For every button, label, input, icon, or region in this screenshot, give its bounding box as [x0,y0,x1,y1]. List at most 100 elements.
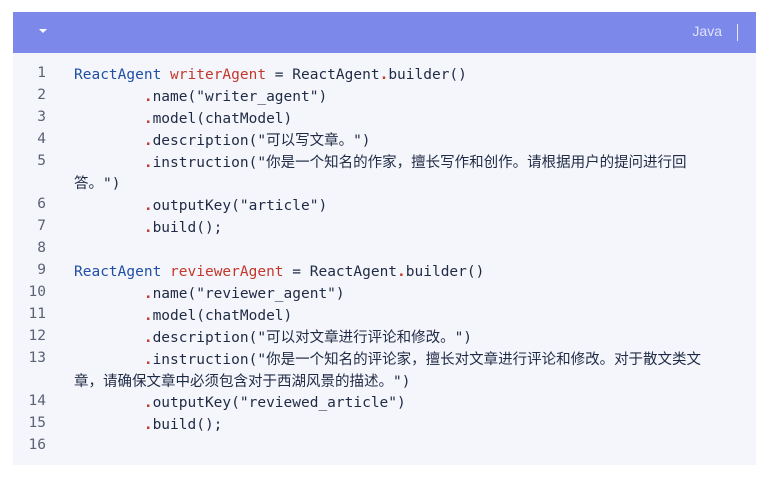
code-token: writerAgent [170,67,267,83]
line-number: 3 [37,108,46,125]
line-source: .instruction("你是一个知名的作家，擅长写作和创作。请根据用户的提问… [74,153,742,197]
code-token: . [397,264,406,281]
code-token: . [143,395,153,412]
code-token [74,111,144,127]
code-token: = ReactAgent [266,67,380,83]
code-token: . [143,220,153,237]
line-number: 5 [37,152,46,169]
line-source: ReactAgent writerAgent = ReactAgent.buil… [74,65,742,87]
code-block-header: Java [13,12,756,53]
line-number: 15 [28,415,46,432]
code-token: . [143,154,153,171]
code-token [74,352,144,368]
code-line: 10 .name("reviewer_agent") [13,284,756,306]
line-source: ReactAgent reviewerAgent = ReactAgent.bu… [74,262,742,284]
code-token: description("可以写文章。") [152,132,371,149]
code-token [74,155,144,171]
code-line: 14 .outputKey("reviewed_article") [13,393,756,415]
caret-down-icon [39,29,47,33]
code-token: . [143,88,153,105]
line-number: 6 [37,196,46,213]
code-token [74,286,144,302]
code-token: build(); [152,417,223,434]
code-token: . [143,198,153,215]
line-number: 13 [28,349,46,366]
line-source: .description("可以对文章进行评论和修改。") [74,328,742,350]
line-source: .outputKey("article") [74,196,742,218]
code-line: 1 ReactAgent writerAgent = ReactAgent.bui… [13,65,756,87]
code-line: 13 .instruction("你是一个知名的评论家，擅长对文章进行评论和修改… [13,350,756,394]
code-token: . [143,351,153,368]
line-number: 4 [37,130,46,147]
code-token: instruction("你是一个知名的评论家，擅长对文章进行评论和修改。对于散… [74,351,702,390]
line-number: 11 [28,305,46,322]
code-line: 2 .name("writer_agent") [13,87,756,109]
line-source: .model(chatModel) [74,109,742,131]
line-number: 16 [28,437,46,454]
code-line: 3 .model(chatModel) [13,109,756,131]
code-line: 8 [13,240,756,262]
language-label: Java [692,23,722,39]
line-source: .build(); [74,415,742,437]
line-number: 9 [37,262,46,279]
code-token: model(chatModel) [152,110,293,127]
code-token [74,308,144,324]
code-token [74,395,144,411]
code-line: 5 .instruction("你是一个知名的作家，擅长写作和创作。请根据用户的… [13,153,756,197]
code-token: ReactAgent [74,67,162,83]
code-line: 11 .model(chatModel) [13,306,756,328]
line-number: 2 [37,86,46,103]
code-token: builder() [388,67,467,83]
code-token: . [143,110,153,127]
code-token: . [143,329,153,346]
code-token: name("writer_agent") [152,88,328,105]
code-line: 15 .build(); [13,415,756,437]
line-source: .description("可以写文章。") [74,131,742,153]
line-source: .outputKey("reviewed_article") [74,393,742,415]
code-token: . [143,417,153,434]
code-token: outputKey("reviewed_article") [152,395,406,412]
code-token [74,417,144,433]
code-token: outputKey("article") [152,198,328,215]
line-number: 14 [28,393,46,410]
line-source: .model(chatModel) [74,306,742,328]
line-number: 8 [37,240,46,257]
code-token: ReactAgent [74,264,162,281]
collapse-button[interactable] [37,25,49,37]
line-source: .name("reviewer_agent") [74,284,742,306]
line-source: .build(); [74,218,742,240]
code-token: build(); [152,220,223,237]
code-token: . [379,67,389,83]
line-source: .name("writer_agent") [74,87,742,109]
code-token [74,330,144,346]
code-token [74,133,144,149]
code-token: name("reviewer_agent") [152,285,345,302]
code-token: = ReactAgent [283,264,398,281]
code-line: 16 [13,437,756,459]
code-token: model(chatModel) [152,307,293,324]
line-number: 12 [28,327,46,344]
line-number: 1 [37,65,46,81]
code-token: builder() [405,264,485,281]
code-token: instruction("你是一个知名的作家，擅长写作和创作。请根据用户的提问进… [74,154,687,193]
code-token: reviewerAgent [170,264,284,281]
code-token [161,67,170,83]
code-token: description("可以对文章进行评论和修改。") [152,329,473,346]
code-token [74,220,144,236]
code-token [74,198,144,214]
code-token [161,264,170,280]
header-divider [737,24,738,41]
line-source: .instruction("你是一个知名的评论家，擅长对文章进行评论和修改。对于… [74,350,742,394]
code-line: 12 .description("可以对文章进行评论和修改。") [13,328,756,350]
code-line: 4 .description("可以写文章。") [13,131,756,153]
code-line: 9 ReactAgent reviewerAgent = ReactAgent.b… [13,262,756,284]
code-token: . [143,285,153,302]
code-line: 7 .build(); [13,218,756,240]
code-token [74,89,144,105]
code-token: . [143,307,153,324]
line-number: 10 [28,283,46,300]
code-line: 6 .outputKey("article") [13,196,756,218]
line-number: 7 [37,218,46,235]
